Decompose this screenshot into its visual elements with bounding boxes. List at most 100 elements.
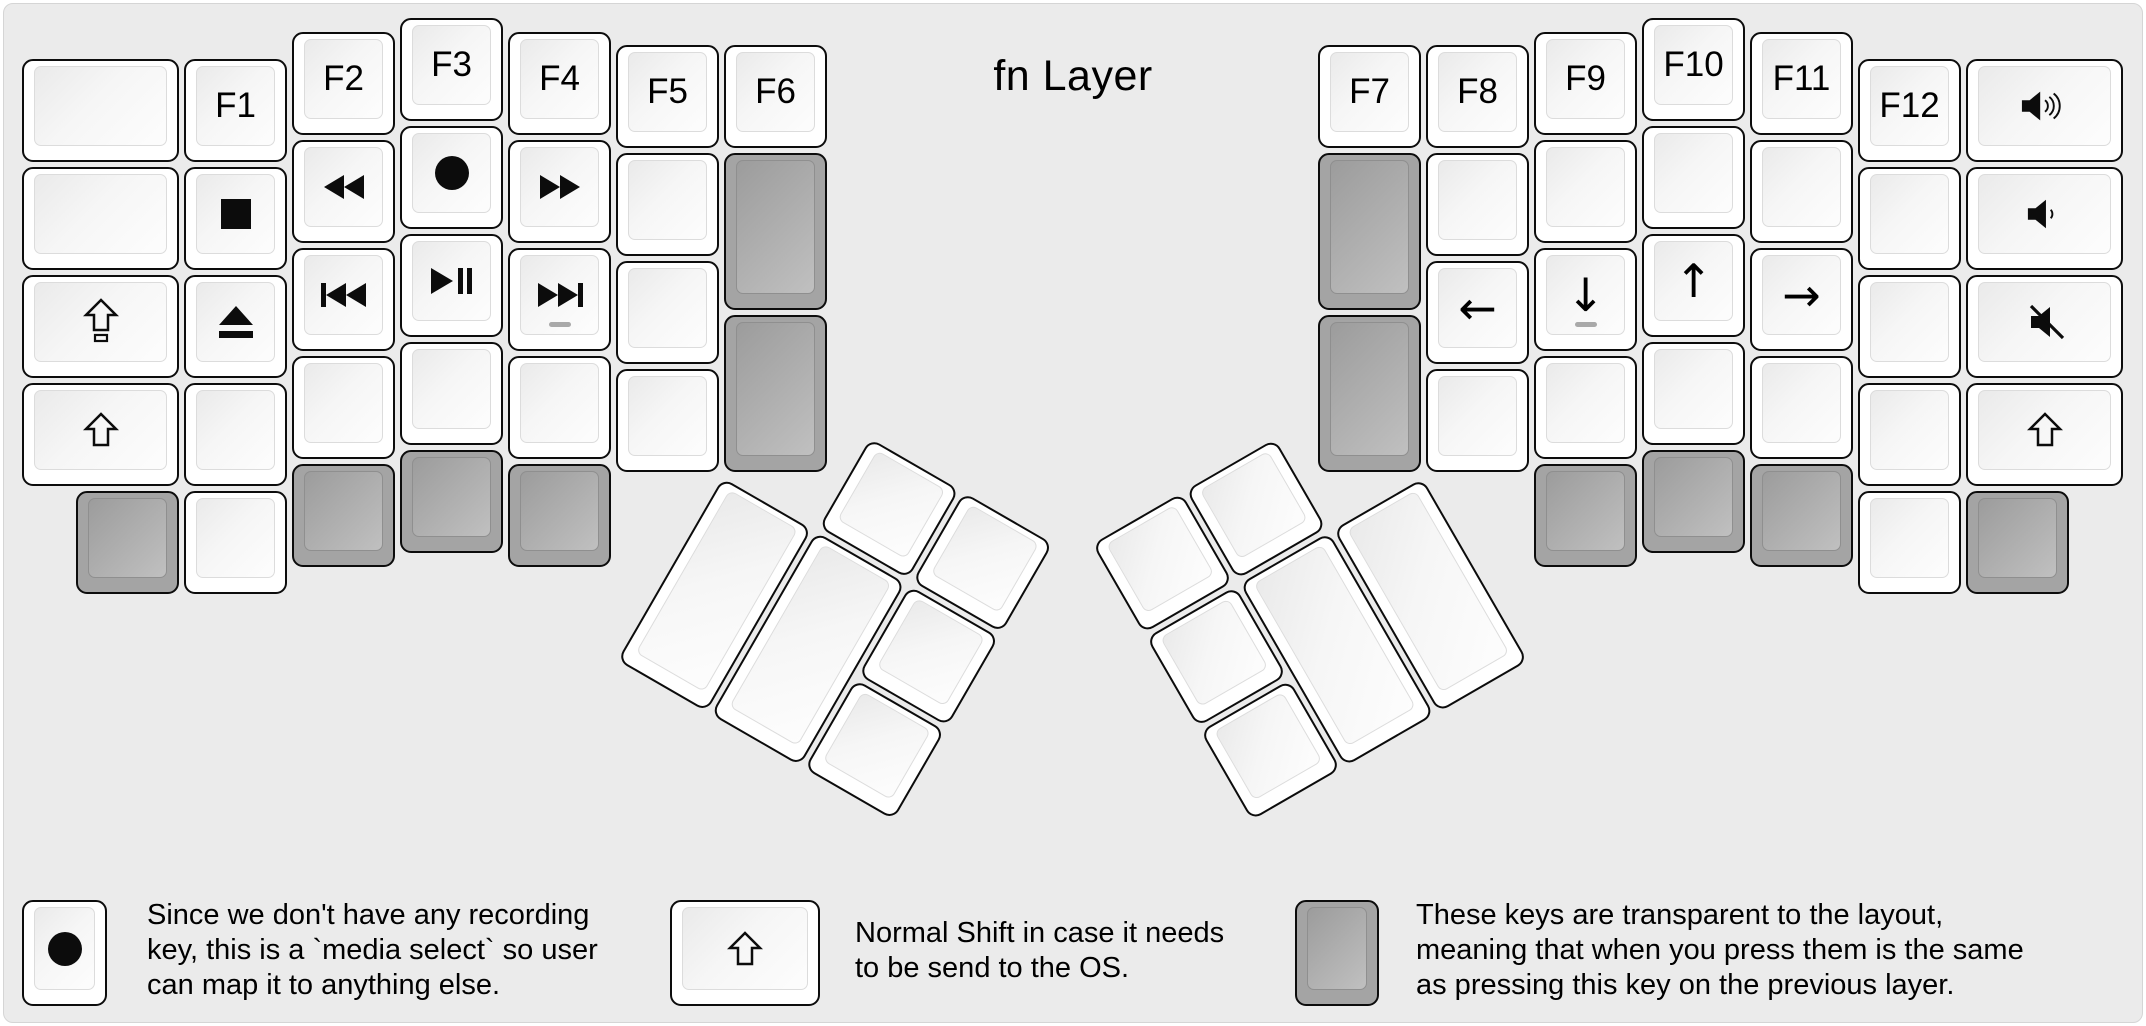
legend-line: as pressing this key on the previous lay… bbox=[1416, 969, 1955, 1001]
keycap-top bbox=[1978, 281, 2111, 362]
key-f5[interactable]: F5 bbox=[616, 45, 719, 148]
key-blank[interactable] bbox=[508, 355, 611, 459]
key-label: F11 bbox=[1772, 58, 1831, 98]
keycap-top bbox=[1654, 457, 1733, 537]
key-f4[interactable]: F4 bbox=[508, 31, 611, 135]
key-transparent[interactable] bbox=[1318, 315, 1421, 472]
key-play-pause[interactable] bbox=[400, 234, 503, 337]
key-mute[interactable] bbox=[1966, 274, 2123, 378]
record-icon bbox=[46, 930, 84, 968]
key-f6[interactable]: F6 bbox=[724, 45, 827, 148]
key-f9[interactable]: F9 bbox=[1534, 31, 1637, 135]
key-transparent[interactable] bbox=[292, 463, 395, 567]
key-blank[interactable] bbox=[1858, 490, 1961, 594]
key-transparent[interactable] bbox=[508, 463, 611, 567]
key-f7[interactable]: F7 bbox=[1318, 45, 1421, 148]
key-transparent[interactable] bbox=[1642, 450, 1745, 553]
key-blank[interactable] bbox=[22, 166, 179, 270]
key-fast-forward[interactable] bbox=[508, 139, 611, 243]
key-next-track[interactable] bbox=[508, 247, 611, 351]
key-prev-track[interactable] bbox=[292, 247, 395, 351]
key-transparent[interactable] bbox=[1318, 153, 1421, 310]
key-arrow-left[interactable]: ← bbox=[1426, 261, 1529, 364]
prev-icon bbox=[318, 280, 370, 310]
key-f2[interactable]: F2 bbox=[292, 31, 395, 135]
keycap-top bbox=[520, 362, 599, 443]
key-blank[interactable] bbox=[1858, 274, 1961, 378]
key-volume-up[interactable] bbox=[1966, 58, 2123, 162]
eject-icon bbox=[216, 304, 256, 340]
key-label: F6 bbox=[755, 72, 796, 111]
keycap-top bbox=[196, 497, 275, 578]
key-blank[interactable] bbox=[292, 355, 395, 459]
shift-icon bbox=[2026, 411, 2063, 449]
key-f10[interactable]: F10 bbox=[1642, 18, 1745, 121]
key-blank[interactable] bbox=[616, 369, 719, 472]
legend-line: Normal Shift in case it needs bbox=[855, 917, 1225, 949]
homing-bar bbox=[548, 321, 571, 327]
key-media-select-record[interactable] bbox=[400, 126, 503, 229]
key-transparent[interactable] bbox=[1534, 463, 1637, 567]
key-blank[interactable] bbox=[1426, 369, 1529, 472]
key-eject[interactable] bbox=[184, 274, 287, 378]
key-blank[interactable] bbox=[1534, 355, 1637, 459]
keycap-top bbox=[1870, 281, 1949, 362]
keycap-top bbox=[34, 65, 167, 146]
key-shift[interactable] bbox=[22, 382, 179, 486]
keycap-top bbox=[628, 376, 707, 456]
key-f8[interactable]: F8 bbox=[1426, 45, 1529, 148]
keycap-top: F4 bbox=[520, 38, 599, 119]
legend-line: can map it to anything else. bbox=[147, 969, 501, 1001]
key-f3[interactable]: F3 bbox=[400, 18, 503, 121]
keycap-top bbox=[304, 254, 383, 335]
key-f11[interactable]: F11 bbox=[1750, 31, 1853, 135]
key-blank[interactable] bbox=[1642, 342, 1745, 445]
legend-line: These keys are transparent to the layout… bbox=[1416, 899, 1944, 931]
key-transparent[interactable] bbox=[400, 450, 503, 553]
key-blank[interactable] bbox=[1534, 139, 1637, 243]
key-volume-down[interactable] bbox=[1966, 166, 2123, 270]
key-blank[interactable] bbox=[184, 490, 287, 594]
keycap-top bbox=[1330, 322, 1409, 456]
key-blank[interactable] bbox=[1750, 139, 1853, 243]
keycap-top bbox=[1307, 907, 1367, 990]
keycap-top bbox=[1978, 173, 2111, 254]
key-blank[interactable] bbox=[400, 342, 503, 445]
key-arrow-down[interactable]: ↓ bbox=[1534, 247, 1637, 351]
key-blank[interactable] bbox=[1750, 355, 1853, 459]
key-caps-shift[interactable] bbox=[22, 274, 179, 378]
key-stop[interactable] bbox=[184, 166, 287, 270]
key-shift[interactable] bbox=[1966, 382, 2123, 486]
shift-icon bbox=[727, 930, 763, 968]
key-blank[interactable] bbox=[1858, 166, 1961, 270]
keycap-top bbox=[412, 457, 491, 537]
keycap-top bbox=[1870, 173, 1949, 254]
key-blank[interactable] bbox=[184, 382, 287, 486]
key-blank[interactable] bbox=[1426, 153, 1529, 256]
key-transparent[interactable] bbox=[1750, 463, 1853, 567]
keycap-top bbox=[1654, 133, 1733, 213]
key-label: F12 bbox=[1879, 85, 1940, 125]
keycap-top bbox=[628, 160, 707, 240]
keycap-top bbox=[1438, 376, 1517, 456]
key-transparent[interactable] bbox=[1966, 490, 2069, 594]
key-blank[interactable] bbox=[1642, 126, 1745, 229]
key-blank[interactable] bbox=[22, 58, 179, 162]
keycap-top: F6 bbox=[736, 52, 815, 132]
key-blank[interactable] bbox=[1858, 382, 1961, 486]
keycap-top bbox=[1654, 349, 1733, 429]
key-rewind[interactable] bbox=[292, 139, 395, 243]
keycap-top bbox=[1330, 160, 1409, 294]
key-blank[interactable] bbox=[616, 261, 719, 364]
keycap-top bbox=[736, 160, 815, 294]
key-f1[interactable]: F1 bbox=[184, 58, 287, 162]
key-transparent[interactable] bbox=[724, 153, 827, 310]
key-arrow-up[interactable]: ↑ bbox=[1642, 234, 1745, 337]
key-blank[interactable] bbox=[616, 153, 719, 256]
key-f12[interactable]: F12 bbox=[1858, 58, 1961, 162]
key-transparent[interactable] bbox=[724, 315, 827, 472]
key-transparent[interactable] bbox=[76, 490, 179, 594]
key-label: F10 bbox=[1663, 45, 1724, 84]
key-arrow-right[interactable]: → bbox=[1750, 247, 1853, 351]
